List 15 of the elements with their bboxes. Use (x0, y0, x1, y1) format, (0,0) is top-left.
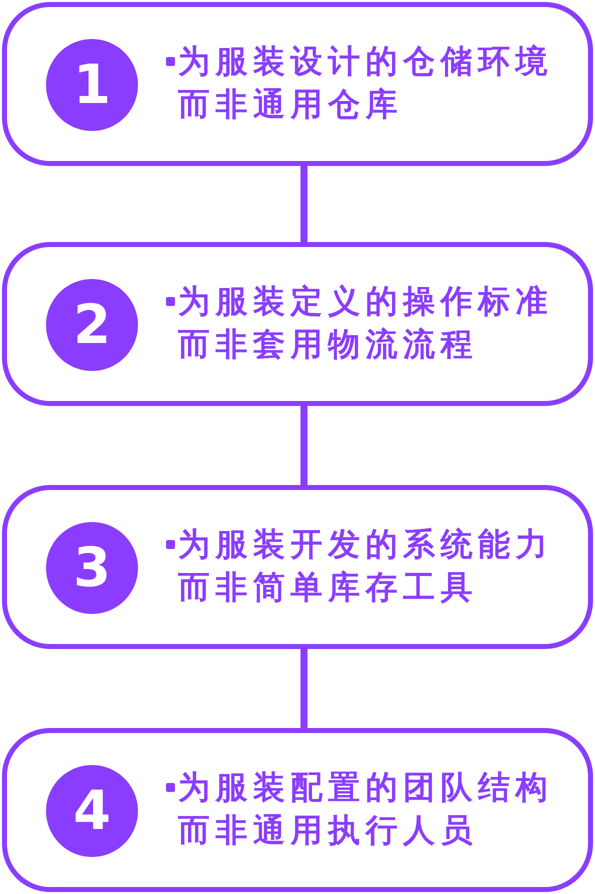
step-text: 为服装设计的仓储环境而非通用仓库 (178, 41, 554, 125)
step-card (2, 485, 593, 649)
step-number: 2 (73, 298, 111, 352)
connector-line (300, 649, 308, 728)
step-number: 4 (73, 784, 111, 838)
step-text: 为服装开发的系统能力而非简单库存工具 (178, 524, 554, 608)
connector-line (300, 406, 308, 485)
step-text: 为服装配置的团队结构而非通用执行人员 (178, 767, 554, 851)
step-number: 1 (73, 58, 111, 112)
step-card (2, 242, 593, 406)
step-number: 3 (73, 541, 111, 595)
step-card (2, 728, 593, 892)
step-card (2, 2, 593, 166)
step-text: 为服装定义的操作标准而非套用物流流程 (178, 281, 554, 365)
connector-line (300, 166, 308, 242)
